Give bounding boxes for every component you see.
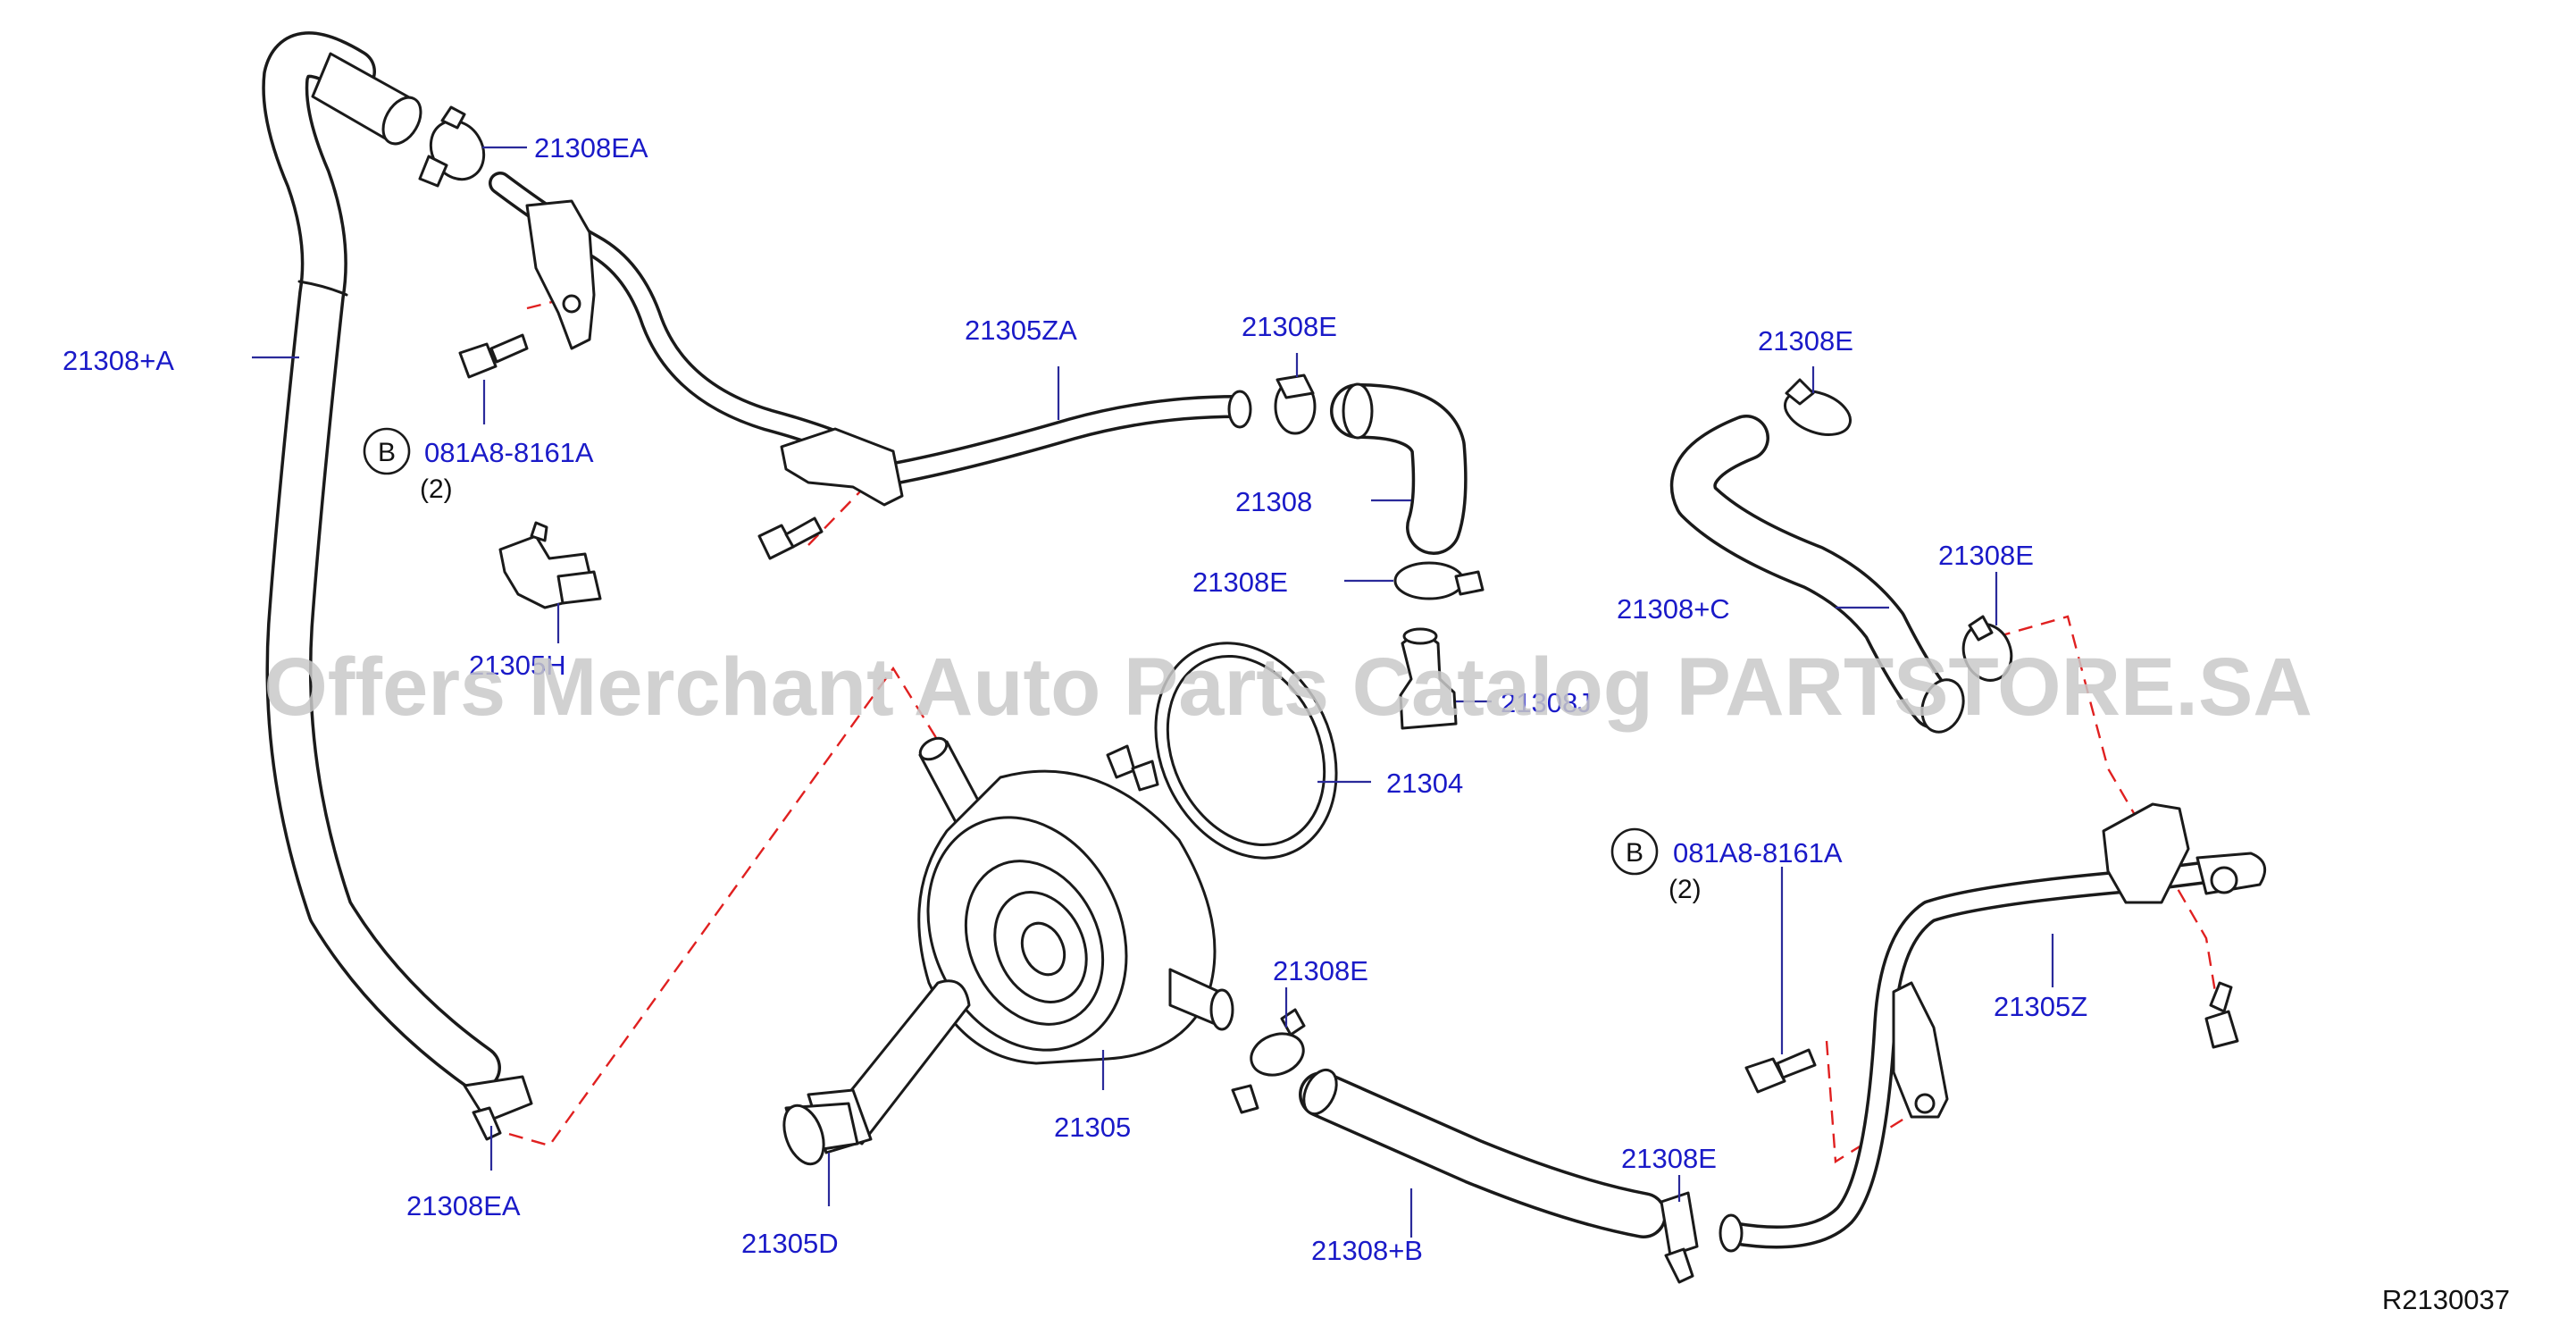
label-connector-21308j[interactable]: 21308J [1501, 687, 1592, 718]
label-bolt-left-qty: (2) [420, 474, 453, 504]
marker-b-left: B [363, 427, 411, 475]
clip-21305h[interactable] [498, 521, 602, 609]
marker-b-right: B [1610, 827, 1659, 876]
o-ring-21304[interactable] [1122, 614, 1370, 888]
clamp-21308e-6[interactable] [1956, 615, 2020, 687]
label-clamp-21308e-1[interactable]: 21308E [1242, 311, 1337, 342]
clamp-21308ea-top[interactable] [418, 105, 494, 189]
clamp-21308e-3[interactable] [1231, 1008, 1309, 1114]
reference-code: R2130037 [2382, 1284, 2510, 1315]
clamp-21308e-5[interactable] [1779, 378, 1856, 443]
part-labels: 21308EA 21308+A 081A8-8161A (2) 21305H 2… [63, 132, 2087, 1266]
watermark-text: Offers Merchant Auto Parts Catalog PARTS… [263, 642, 2313, 733]
connector-21305d[interactable] [777, 979, 971, 1170]
label-pipe-21305za[interactable]: 21305ZA [965, 315, 1077, 346]
bolt-pipe-z[interactable] [2204, 981, 2239, 1049]
label-pipe-21305z[interactable]: 21305Z [1994, 991, 2087, 1022]
label-hose-21308-a[interactable]: 21308+A [63, 345, 174, 376]
hose-21308-a[interactable] [262, 31, 501, 1091]
label-clamp-21308e-4[interactable]: 21308E [1621, 1143, 1717, 1174]
clamp-21308e-1[interactable] [1274, 373, 1317, 435]
label-bolt-081a8-right[interactable]: 081A8-8161A [1673, 837, 1843, 869]
hose-21308-c[interactable] [1669, 415, 1970, 738]
label-o-ring-21304[interactable]: 21304 [1386, 768, 1463, 799]
label-clamp-21308ea-bottom[interactable]: 21308EA [406, 1190, 521, 1221]
label-hose-21308-b[interactable]: 21308+B [1311, 1235, 1423, 1266]
label-clamp-21308e-5[interactable]: 21308E [1758, 325, 1853, 357]
marker-b-left-text: B [378, 438, 396, 467]
dash-bolt-mid [807, 489, 863, 546]
label-clip-21305h[interactable]: 21305H [469, 650, 566, 681]
oil-cooler-21305[interactable] [891, 734, 1234, 1082]
leader-lines [252, 146, 2054, 1238]
hose-a-band [297, 280, 348, 297]
pipe-21305z[interactable] [1719, 802, 2267, 1253]
dash-right-bracket [1973, 615, 2217, 993]
dash-left-cooler [486, 666, 949, 1147]
label-clamp-21308ea-top[interactable]: 21308EA [534, 132, 648, 164]
label-clamp-21308e-3[interactable]: 21308E [1273, 955, 1368, 986]
dash-bolt-right [1825, 1040, 1908, 1164]
clamp-21308e-4[interactable] [1660, 1191, 1699, 1284]
pipe-21305za[interactable] [489, 172, 1252, 507]
hose-21308-b[interactable] [1298, 1065, 1667, 1238]
clamp-21308e-2[interactable] [1393, 561, 1485, 600]
hose-21308[interactable] [1330, 382, 1468, 555]
bolt-081a8-8161a-right[interactable] [1744, 1048, 1817, 1094]
label-clamp-21308e-6[interactable]: 21308E [1938, 540, 2034, 571]
label-hose-21308[interactable]: 21308 [1235, 486, 1312, 517]
label-clamp-21308e-2[interactable]: 21308E [1192, 566, 1288, 598]
clamp-21308ea-bottom[interactable] [463, 1075, 533, 1141]
bolt-pipe-za[interactable] [757, 516, 824, 560]
label-connector-21305d[interactable]: 21305D [741, 1228, 839, 1259]
label-bolt-right-qty: (2) [1669, 875, 1702, 904]
connector-21308j[interactable] [1399, 627, 1458, 730]
label-oil-cooler-21305[interactable]: 21305 [1054, 1112, 1131, 1143]
label-hose-21308-c[interactable]: 21308+C [1617, 593, 1730, 625]
bolt-081a8-8161a-top[interactable] [458, 333, 529, 379]
marker-b-right-text: B [1626, 838, 1643, 868]
label-bolt-081a8-left[interactable]: 081A8-8161A [424, 437, 594, 468]
